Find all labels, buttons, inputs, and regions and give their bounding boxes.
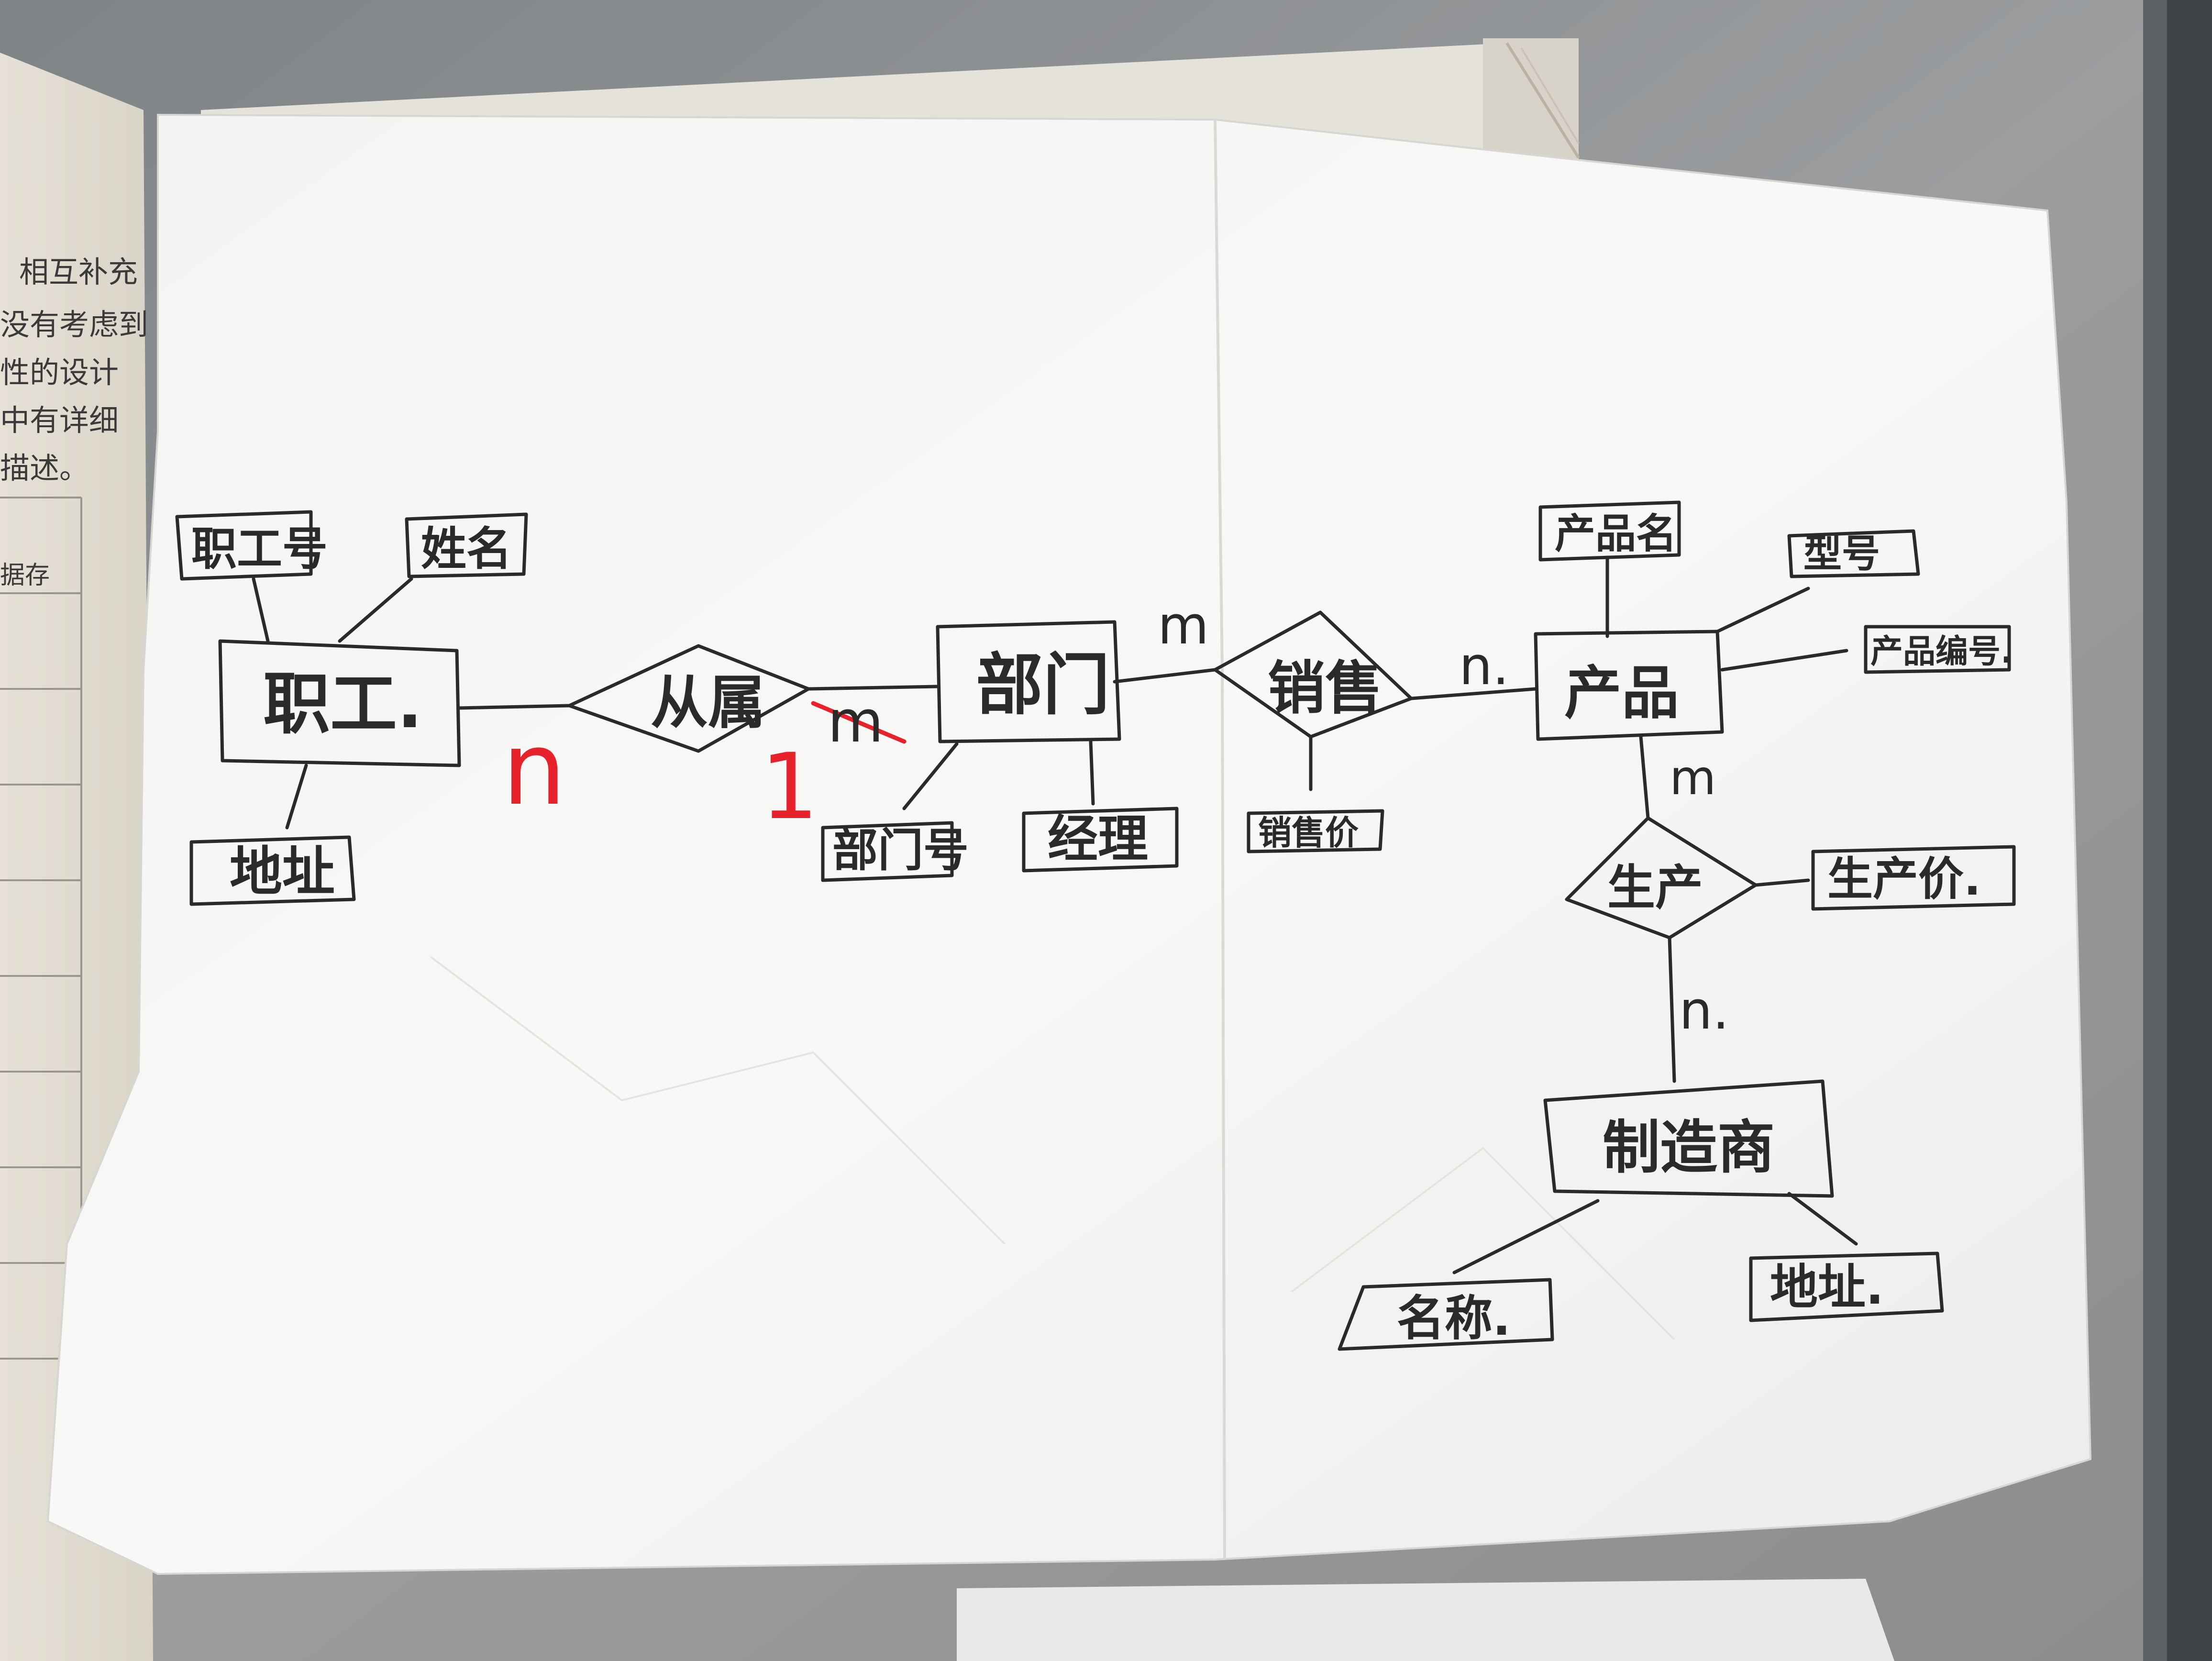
attribute-line — [1452, 1199, 1600, 1274]
attribute-box-dept-id — [821, 821, 954, 882]
entity-box-product — [1534, 630, 1724, 741]
attribute-product-name-label: 产品名 — [1555, 510, 1677, 558]
cardinality-employee: n — [502, 710, 566, 828]
second-sheet — [957, 1579, 1894, 1661]
attribute-employee-name-label: 姓名 — [421, 523, 512, 576]
book-line: 描述。 — [0, 451, 89, 486]
attribute-production-price-label: 生产价. — [1827, 853, 1981, 906]
relationship-diamond-belongs — [567, 644, 810, 753]
cardinality-produces-manufacturer: n. — [1679, 980, 1729, 1041]
connector-line — [1639, 735, 1650, 820]
attribute-line — [252, 577, 270, 643]
shelf-face — [2167, 0, 2212, 1661]
attribute-box-product-name — [1538, 500, 1681, 562]
attribute-box-employee-name — [405, 512, 528, 578]
attribute-box-manufacturer-address — [1749, 1251, 1944, 1322]
cardinality-produces-product: m — [1670, 750, 1716, 806]
connector-line — [1668, 936, 1676, 1083]
attribute-product-id-label: 产品编号. — [1870, 633, 2013, 671]
attribute-employee-id-label: 职工号 — [191, 523, 328, 576]
cardinality-sells-product: n. — [1459, 635, 1509, 697]
entity-department-label: 部门 — [976, 646, 1110, 724]
paper-wrinkle — [430, 956, 1006, 1245]
attribute-employee-address-label: 地址 — [230, 841, 335, 902]
attribute-box-employee-id — [175, 510, 313, 581]
diagram-labels: 职工. 部门 产品 制造商 从属 销售 生产 职工号 姓名 地址 部门号 经理 … — [191, 510, 2013, 1346]
entity-box-manufacturer — [1543, 1079, 1834, 1198]
attribute-line — [1715, 587, 1810, 633]
attribute-manufacturer-address-label: 地址. — [1770, 1259, 1884, 1315]
connector-line — [1113, 668, 1217, 684]
paper-wrinkle — [1291, 1147, 1675, 1340]
attribute-line — [1754, 878, 1810, 887]
attribute-box-production-price — [1811, 845, 2016, 911]
attribute-line — [902, 742, 959, 810]
entity-product-label: 产品 — [1564, 660, 1679, 727]
book-table-cell: 据存 — [0, 561, 50, 590]
paper-fold — [1214, 119, 1226, 1560]
attribute-line — [285, 764, 308, 830]
attribute-box-product-model — [1787, 529, 1920, 578]
relationship-sells-label: 销售 — [1268, 655, 1382, 722]
attribute-box-employee-address — [189, 835, 356, 906]
attribute-product-model-label: 型号 — [1803, 532, 1880, 576]
attribute-dept-manager-label: 经理 — [1048, 810, 1148, 868]
relationship-diamond-sells — [1213, 610, 1413, 739]
connector-line — [457, 704, 571, 710]
hand-drawing — [175, 500, 2016, 1351]
book-text: 相互补充 没有考虑到 性的设计 中有详细 描述。 — [0, 255, 148, 486]
entity-manufacturer-label: 制造商 — [1603, 1115, 1775, 1181]
strike-through — [811, 701, 907, 744]
connector-line — [1409, 687, 1537, 700]
relationship-belongs-label: 从属 — [651, 670, 765, 736]
attribute-line — [1787, 1192, 1858, 1246]
attribute-box-manufacturer-name — [1338, 1278, 1554, 1351]
book-line: 中有详细 — [0, 403, 119, 438]
relationship-produces-label: 生产 — [1607, 860, 1703, 916]
entity-employee-label: 职工. — [263, 665, 422, 743]
book-line: 没有考虑到 — [0, 307, 148, 342]
connector-line — [807, 685, 940, 691]
attribute-box-sale-price — [1247, 809, 1384, 853]
entity-box-employee — [218, 639, 461, 767]
attribute-box-dept-manager — [1022, 807, 1179, 873]
attribute-dept-id-label: 部门号 — [832, 824, 969, 877]
relationship-diamond-produces — [1565, 816, 1758, 940]
cardinality-sells-department: m — [1158, 595, 1209, 656]
attribute-line — [1089, 740, 1095, 806]
entity-box-department — [936, 620, 1121, 743]
attribute-sale-price-label: 销售价 — [1258, 813, 1359, 853]
attribute-line — [1720, 649, 1848, 672]
book-line: 性的设计 — [0, 355, 119, 390]
cardinality-department: 1 — [761, 734, 818, 840]
cardinality-department-crossed: m — [828, 689, 884, 755]
attribute-line — [338, 577, 413, 643]
attribute-manufacturer-name-label: 名称. — [1397, 1290, 1511, 1346]
book-line: 相互补充 — [19, 255, 138, 289]
attribute-box-product-id — [1864, 625, 2011, 674]
